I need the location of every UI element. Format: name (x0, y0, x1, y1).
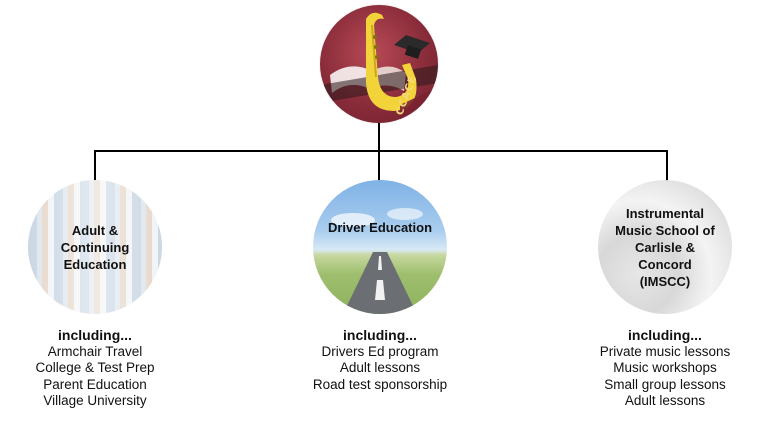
branch-music-school: Instrumental Music School of Carlisle & … (598, 180, 732, 314)
branch-list-music: including... Private music lessons Music… (565, 327, 765, 410)
ccace-logo: CCACE (320, 5, 438, 123)
branch-list-adult: including... Armchair Travel College & T… (0, 327, 195, 410)
list-item: Village University (43, 393, 147, 408)
list-item: Music workshops (613, 360, 717, 375)
list-item: Armchair Travel (47, 343, 143, 359)
branch-driver-education: Driver Education (313, 180, 447, 314)
connector-bar (94, 150, 668, 152)
list-item: Parent Education (43, 376, 147, 392)
branch-adult-education: Adult & Continuing Education (28, 180, 162, 314)
connector-middle (378, 150, 380, 182)
list-heading: including... (58, 327, 132, 343)
connector-right (666, 150, 668, 182)
list-heading: including... (628, 327, 702, 343)
list-heading: including... (343, 327, 417, 343)
list-item: Road test sponsorship (312, 376, 448, 392)
road-icon (331, 208, 423, 314)
branch-list-driver: including... Drivers Ed program Adult le… (280, 327, 480, 393)
branch-title: Instrumental Music School of Carlisle & … (615, 205, 715, 289)
list-item: Drivers Ed program (321, 343, 439, 359)
connector-left (94, 150, 96, 182)
saxophone-icon (320, 12, 438, 123)
connector-trunk (378, 123, 380, 151)
branch-title: Driver Education (327, 219, 433, 235)
list-item: Adult lessons (339, 360, 421, 375)
list-item: Small group lessons (604, 376, 726, 392)
list-item: College & Test Prep (35, 360, 155, 375)
list-item: Adult lessons (624, 393, 706, 408)
list-item: Private music lessons (599, 343, 731, 359)
branch-title: Adult & Continuing Education (60, 222, 130, 272)
